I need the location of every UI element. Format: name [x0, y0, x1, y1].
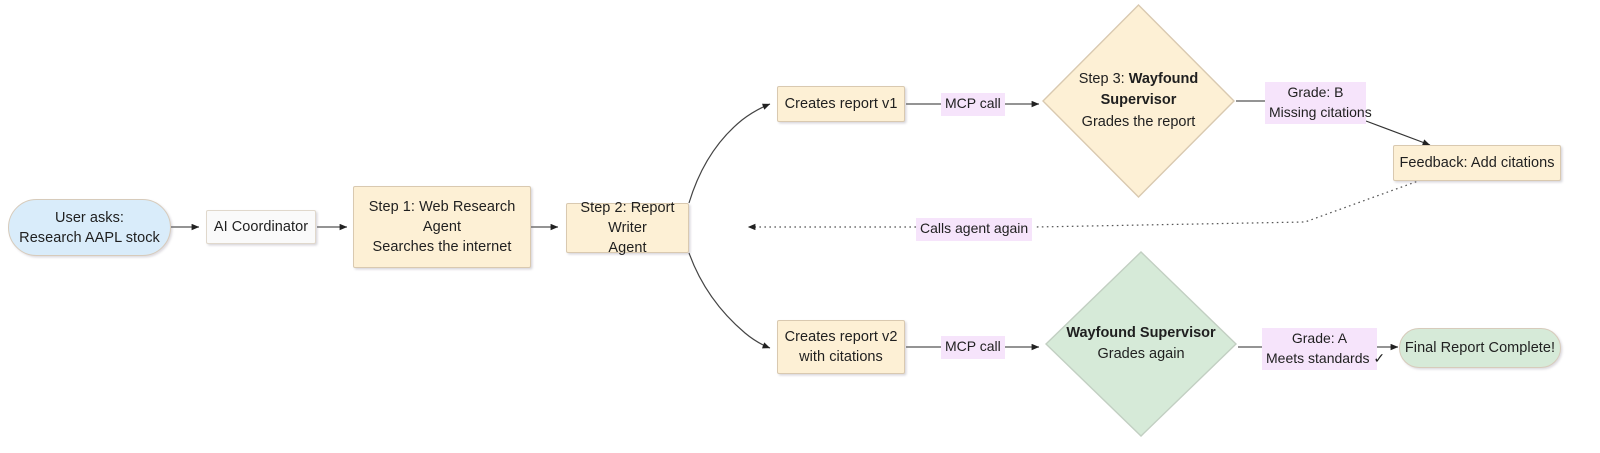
step2-line2: Agent	[608, 240, 647, 256]
report-v2-line2: with citations	[799, 349, 883, 365]
feedback-label: Feedback: Add citations	[1399, 155, 1555, 171]
node-creates-report-v2[interactable]: Creates report v2 with citations	[777, 320, 905, 374]
supervisor-again-diamond-label: Wayfound Supervisor Grades again	[1044, 250, 1238, 438]
node-step2-report-writer-agent[interactable]: Step 2: Report Writer Agent	[566, 200, 689, 256]
grade-a-line2: Meets standards ✓	[1266, 349, 1386, 366]
supervisor-again-diamond-shape	[1044, 251, 1238, 437]
node-step1-web-research-agent[interactable]: Step 1: Web Research Agent Searches the …	[353, 186, 531, 268]
node-wayfound-supervisor-again[interactable]: Wayfound Supervisor Grades again	[1044, 250, 1238, 438]
edge-label-mcp-call-bottom: MCP call	[941, 336, 1005, 359]
grade-b-line2: Missing citations	[1269, 103, 1372, 120]
report-v2-line1: Creates report v2	[784, 329, 898, 345]
step3-diamond-shape	[1042, 4, 1235, 198]
step1-line1: Step 1: Web Research	[368, 199, 516, 215]
step1-line3: Searches the internet	[372, 239, 512, 255]
final-report-label: Final Report Complete!	[1404, 340, 1556, 356]
supervisor-again-line2: Grades again	[1097, 346, 1185, 362]
step3-bold1: Wayfound	[1128, 71, 1199, 88]
supervisor-again-bold1: Wayfound Supervisor	[1066, 324, 1216, 341]
step3-bold2: Supervisor	[1100, 92, 1177, 109]
grade-a-line1: Grade: A	[1291, 330, 1348, 346]
node-ai-coordinator[interactable]: AI Coordinator	[206, 210, 316, 244]
ai-coordinator-label: AI Coordinator	[213, 219, 309, 235]
node-user-request[interactable]: User asks: Research AAPL stock	[8, 199, 171, 256]
edge-step2-to-reportv2	[688, 252, 771, 349]
step1-line2: Agent	[422, 219, 462, 235]
edge-gradeb-to-feedback	[1365, 120, 1431, 146]
step3-line3: Grades the report	[1081, 113, 1196, 130]
edge-label-calls-agent-again: Calls agent again	[916, 218, 1033, 241]
step3-diamond-label: Step 3: Wayfound Supervisor Grades the r…	[1041, 3, 1236, 199]
edge-label-grade-a: Grade: A Meets standards ✓	[1262, 328, 1386, 371]
edge-label-grade-b: Grade: B Missing citations	[1265, 82, 1372, 125]
grade-b-line1: Grade: B	[1287, 84, 1344, 100]
node-final-report-complete[interactable]: Final Report Complete!	[1399, 328, 1561, 368]
calls-agent-again-text: Calls agent again	[920, 220, 1029, 236]
node-feedback-add-citations[interactable]: Feedback: Add citations	[1393, 145, 1561, 181]
step2-line1: Step 2: Report Writer	[580, 200, 675, 236]
report-v1-label: Creates report v1	[784, 96, 898, 112]
node-creates-report-v1[interactable]: Creates report v1	[777, 86, 905, 122]
edge-label-mcp-call-top: MCP call	[941, 93, 1005, 116]
mcp-call-top-text: MCP call	[945, 95, 1001, 111]
user-request-line1: User asks:	[55, 209, 124, 226]
step3-prefix: Step 3:	[1078, 71, 1129, 88]
mcp-call-bottom-text: MCP call	[945, 338, 1001, 354]
user-request-line2: Research AAPL stock	[19, 229, 160, 246]
node-step3-wayfound-supervisor[interactable]: Step 3: Wayfound Supervisor Grades the r…	[1041, 3, 1236, 199]
edge-step2-to-reportv1	[688, 103, 771, 204]
